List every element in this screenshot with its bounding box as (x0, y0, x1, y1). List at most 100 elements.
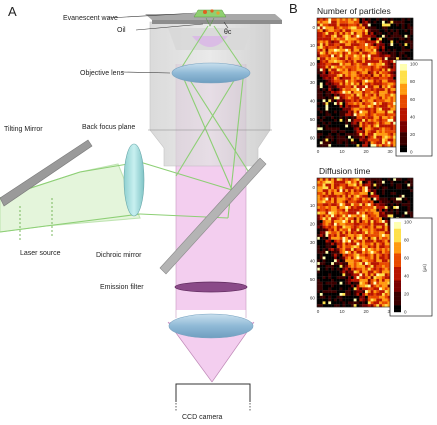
heatmap-cell (333, 270, 337, 274)
heatmap-cell (331, 54, 335, 58)
heatmap-cell (362, 34, 366, 38)
heatmap-cell (353, 222, 357, 226)
heatmap-cell (342, 48, 346, 52)
heatmap-cell (348, 250, 352, 254)
heatmap-cell (356, 189, 360, 193)
heatmap-cell (356, 99, 360, 103)
heatmap-cell (362, 214, 366, 218)
heatmap-cell (381, 281, 385, 285)
heatmap-cell (379, 68, 383, 72)
heatmap-cell (348, 239, 352, 243)
heatmap-cell (367, 65, 371, 69)
heatmap-cell (339, 65, 343, 69)
heatmap-cell (342, 132, 346, 136)
heatmap-cell (350, 245, 354, 249)
heatmap-cell (345, 301, 349, 305)
heatmap-cell (359, 290, 363, 294)
heatmap-cell (345, 124, 349, 128)
heatmap-cell (373, 284, 377, 288)
heatmap-cell (345, 292, 349, 296)
heatmap-cell (367, 135, 371, 139)
heatmap-cell (396, 189, 400, 193)
colorbar-segment (394, 233, 401, 236)
heatmap-cell (393, 116, 397, 120)
heatmap-cell (401, 43, 405, 47)
colorbar-segment (400, 81, 407, 84)
heatmap-cell (356, 242, 360, 246)
heatmap-cell (322, 239, 326, 243)
heatmap-cell (325, 231, 329, 235)
heatmap-cell (353, 121, 357, 125)
heatmap-cell (393, 121, 397, 125)
heatmap-cell (410, 20, 414, 24)
heatmap-cell (365, 200, 368, 204)
heatmap-cell (370, 220, 374, 224)
heatmap-cell (319, 270, 323, 274)
heatmap-cell (345, 74, 349, 78)
colorbar-segment (394, 280, 401, 283)
heatmap-cell (407, 32, 411, 35)
heatmap-cell (325, 144, 329, 148)
heatmap-cell (390, 116, 394, 120)
colorbar-tick-label: 0 (410, 150, 413, 155)
heatmap-cell (381, 46, 385, 49)
heatmap-cell (376, 127, 380, 131)
heatmap-cell (317, 242, 320, 246)
heatmap-cell (356, 214, 360, 218)
heatmap-cell (342, 20, 346, 24)
heatmap-cell (322, 74, 326, 78)
heatmap-cell (362, 76, 366, 80)
heatmap-cell (348, 68, 352, 72)
heatmap-cell (365, 284, 368, 288)
heatmap-cell (342, 245, 346, 249)
heatmap-cell (348, 127, 352, 131)
heatmap-cell (331, 206, 335, 209)
heatmap-cell (376, 88, 380, 92)
heatmap-cell (317, 298, 320, 302)
heatmap-cell (336, 200, 340, 204)
heatmap-cell (345, 253, 349, 257)
heatmap-cell (379, 245, 383, 249)
heatmap-cell (387, 135, 391, 139)
heatmap-cell (359, 85, 363, 89)
heatmap-cell (339, 43, 343, 47)
heatmap-cell (373, 110, 377, 114)
heatmap-cell (336, 304, 340, 308)
heatmap-cell (393, 194, 397, 198)
heatmap-cell (353, 234, 357, 238)
heatmap-cell (353, 43, 357, 47)
heatmap-cell (381, 287, 385, 291)
heatmap-cell (345, 234, 349, 238)
heatmap-cell (322, 192, 326, 195)
heatmap-cell (367, 217, 371, 221)
heatmap-cell (370, 71, 374, 75)
heatmap-cell (339, 110, 343, 114)
heatmap-cell (365, 32, 368, 35)
heatmap-cell (362, 248, 366, 252)
heatmap-cell (359, 242, 363, 246)
heatmap-cell (356, 90, 360, 94)
heatmap-cell (348, 93, 352, 97)
heatmap-cell (342, 222, 346, 226)
heatmap-cell (370, 65, 374, 69)
heatmap-cell (376, 220, 380, 224)
heatmap-cell (359, 48, 363, 52)
heatmap-cell (373, 192, 377, 195)
heatmap-cell (373, 57, 377, 61)
heatmap-cell (317, 222, 320, 226)
heatmap-cell (367, 118, 371, 122)
heatmap-cell (345, 37, 349, 41)
heatmap-cell (373, 211, 377, 215)
heatmap-cell (356, 197, 360, 201)
heatmap-cell (396, 178, 400, 181)
heatmap-cell (333, 20, 337, 24)
heatmap-cell (379, 290, 383, 294)
heatmap-cell (348, 228, 352, 232)
heatmap-cell (345, 250, 349, 254)
heatmap-cell (362, 46, 366, 49)
heatmap-cell (322, 267, 326, 271)
heatmap-cell (367, 183, 371, 187)
heatmap-cell (362, 54, 366, 58)
heatmap-cell (384, 18, 388, 21)
heatmap-cell (398, 186, 402, 190)
